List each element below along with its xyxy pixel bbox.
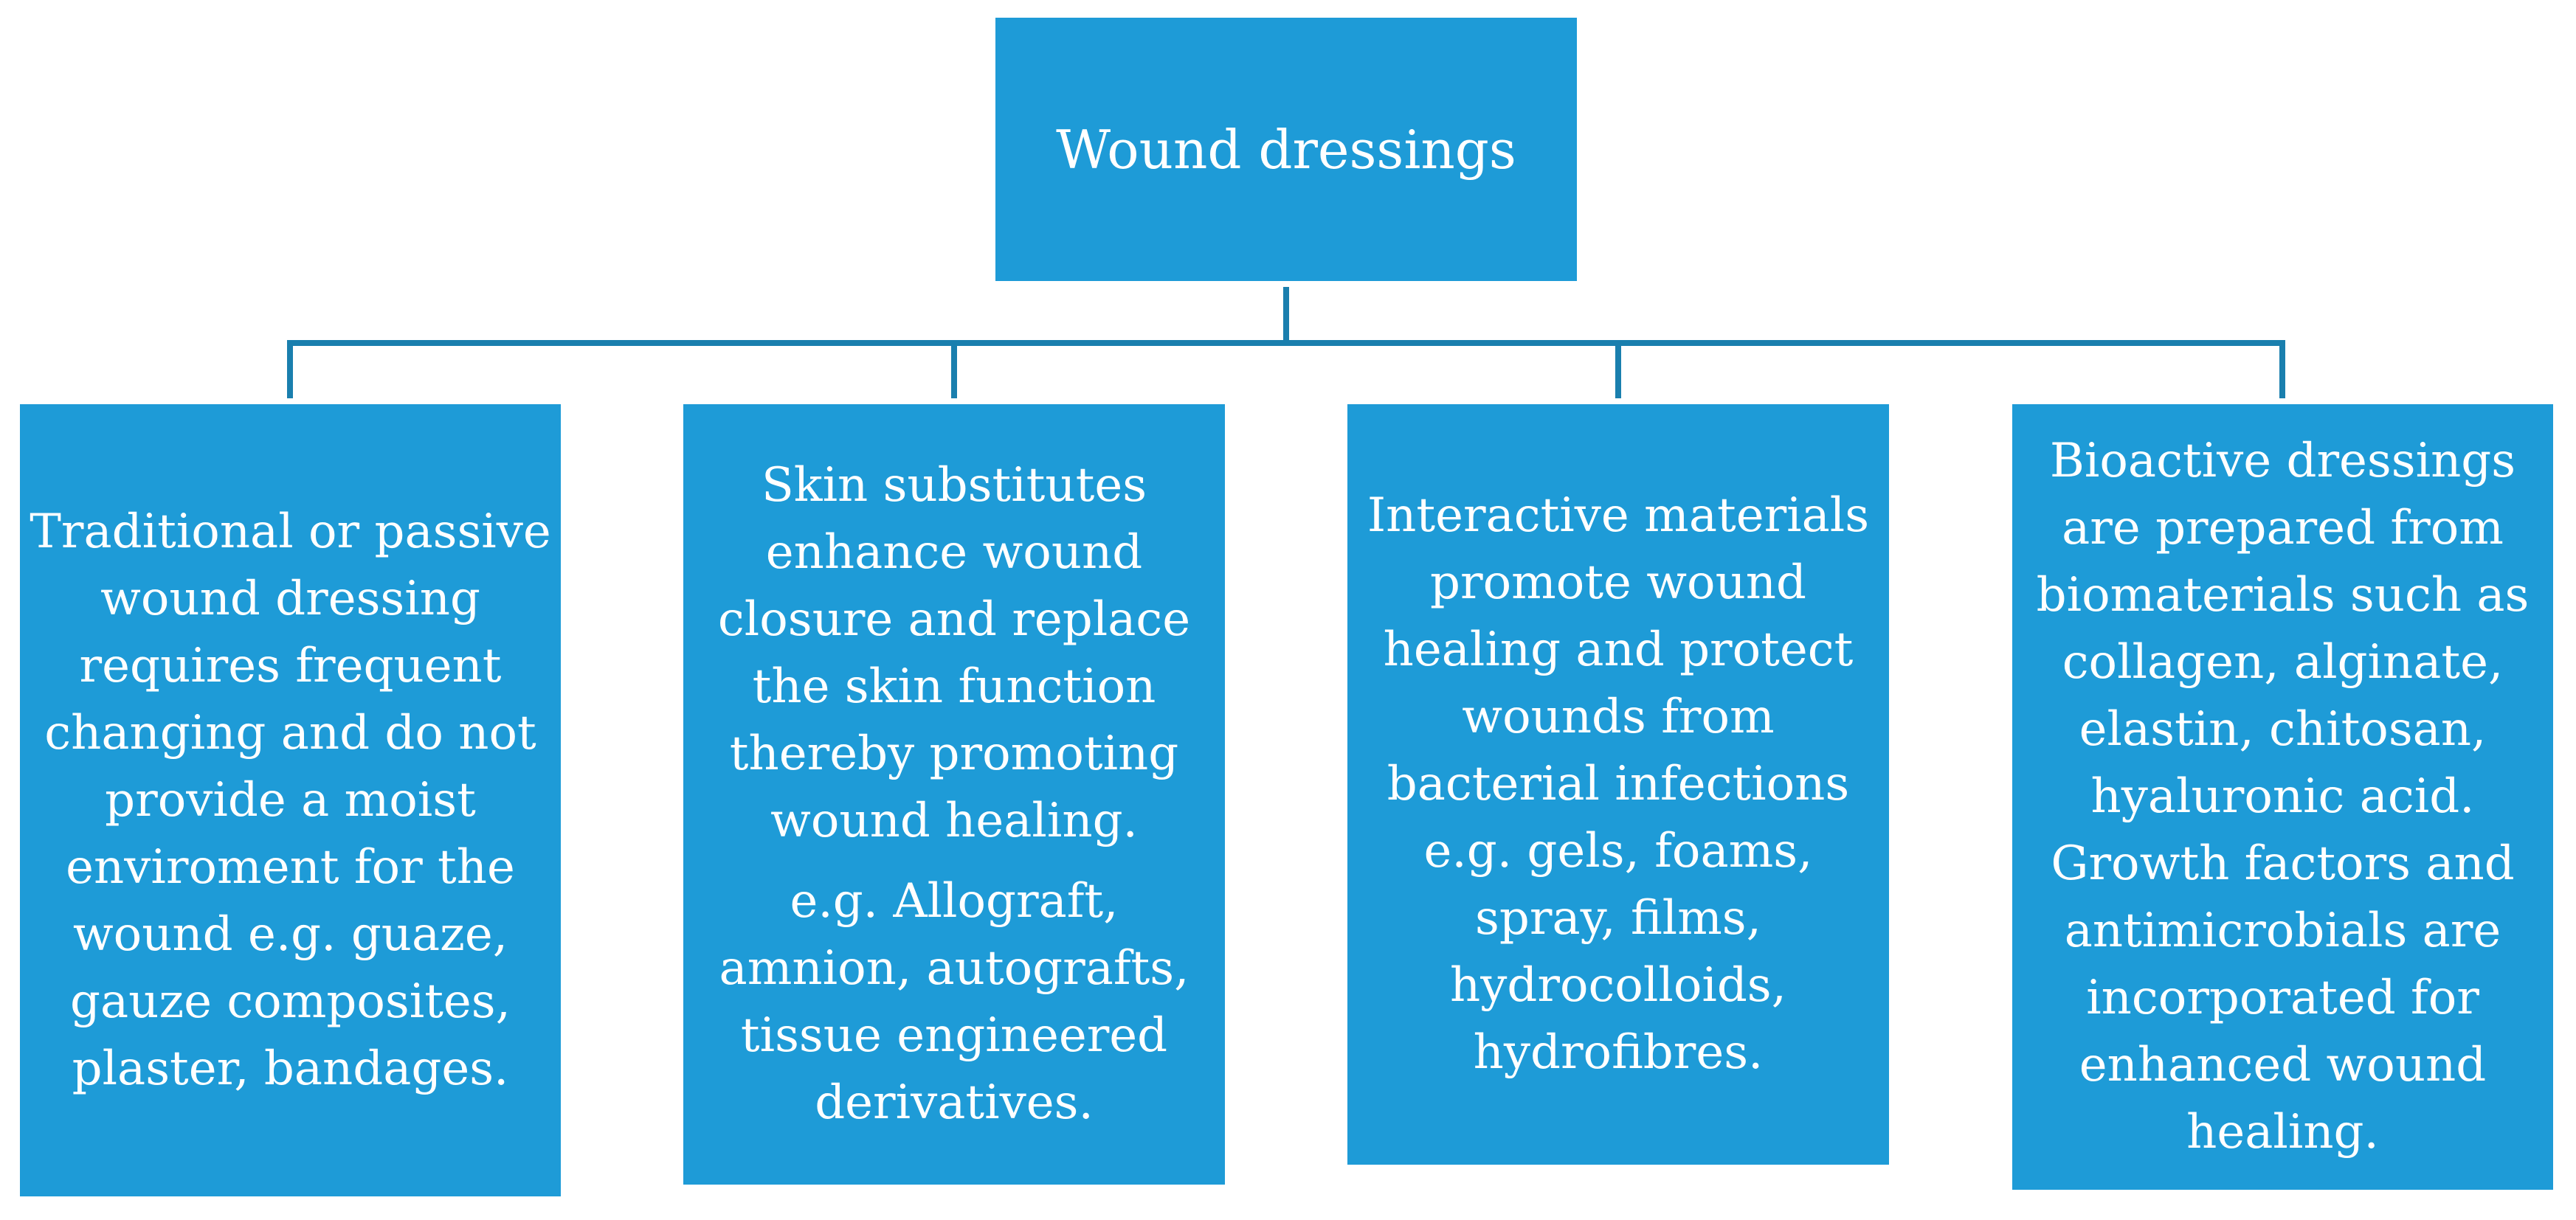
node-interactive-text: Interactive materials promote wound heal… (1367, 488, 1870, 1080)
node-skin-examples-text: e.g. Allograft, amnion, autografts, tiss… (719, 874, 1189, 1130)
root-node-label: Wound dressings (1056, 118, 1516, 181)
node-skin-text: Skin substitutes enhance wound closure a… (717, 458, 1191, 848)
root-node-wound-dressings: Wound dressings (995, 18, 1577, 281)
node-traditional-text: Traditional or passive wound dressing re… (30, 504, 551, 1096)
node-bioactive-dressings: Bioactive dressings are prepared from bi… (2012, 404, 2553, 1190)
node-interactive-materials: Interactive materials promote wound heal… (1347, 404, 1889, 1165)
node-traditional-dressings: Traditional or passive wound dressing re… (20, 404, 561, 1196)
node-bioactive-text: Bioactive dressings are prepared from bi… (2036, 434, 2530, 1160)
node-skin-substitutes: Skin substitutes enhance wound closure a… (683, 404, 1225, 1185)
